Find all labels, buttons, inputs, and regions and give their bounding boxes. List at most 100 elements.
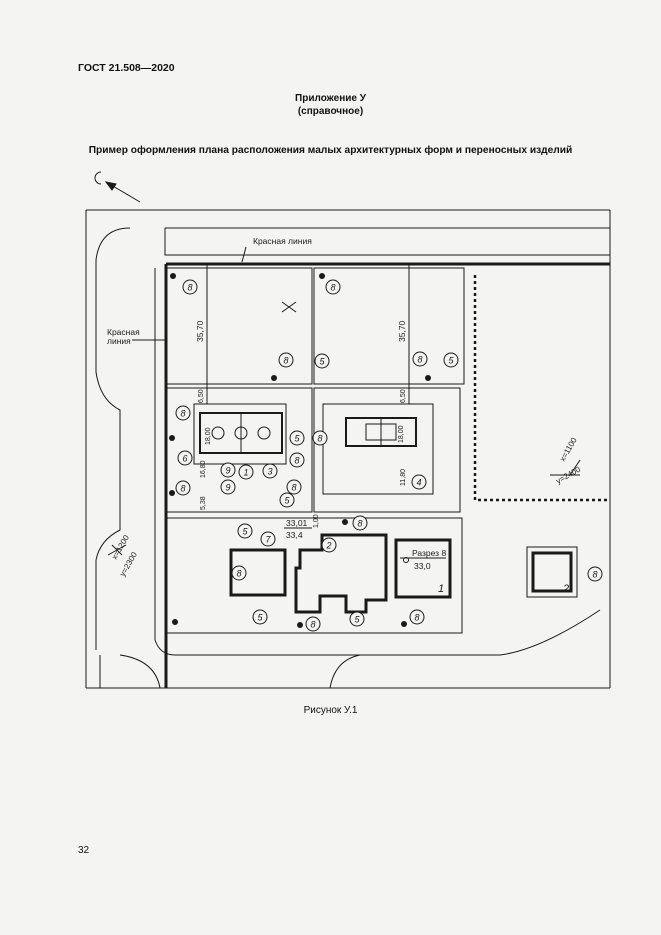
dim-11-80: 11,80 bbox=[400, 469, 407, 486]
reference-marker bbox=[314, 353, 330, 369]
reference-marker bbox=[182, 279, 198, 295]
reference-marker-number: 9 bbox=[225, 466, 230, 476]
label-red-line-left-2: линия bbox=[107, 336, 131, 346]
document-header: ГОСТ 21.508—2020 bbox=[78, 62, 175, 74]
label-razed: Разрез 8 bbox=[412, 548, 446, 558]
reference-marker-number: 8 bbox=[417, 355, 422, 365]
tennis-service-box bbox=[365, 423, 397, 441]
appendix-title: Приложение У bbox=[295, 93, 366, 104]
plot-tennis bbox=[313, 387, 461, 513]
reference-marker bbox=[175, 405, 191, 421]
reference-marker bbox=[312, 430, 328, 446]
reference-marker bbox=[587, 566, 603, 582]
reference-marker-number: 6 bbox=[182, 454, 187, 464]
dim-6-50-sports: 6,50 bbox=[198, 389, 205, 403]
coord-cross-b bbox=[281, 301, 297, 313]
road-top-inner bbox=[164, 228, 610, 256]
dim-18-00-sports: 18,00 bbox=[205, 427, 212, 445]
marker-dot bbox=[169, 490, 175, 496]
reference-marker-number: 8 bbox=[294, 456, 299, 466]
label-red-line-left-1: Красная bbox=[107, 327, 140, 337]
coord-x-1100: x=1100 bbox=[558, 436, 579, 463]
building-2 bbox=[531, 551, 573, 593]
reference-marker-number: 5 bbox=[354, 615, 360, 625]
reference-marker bbox=[279, 492, 295, 508]
plot-buildings bbox=[165, 517, 463, 634]
reference-marker bbox=[352, 515, 368, 531]
reference-marker bbox=[260, 531, 276, 547]
road-bottom-curve-2 bbox=[329, 654, 361, 689]
road-left-outer bbox=[95, 227, 131, 650]
reference-marker bbox=[321, 537, 337, 553]
plot-nw bbox=[165, 267, 313, 385]
road-bottom-curve-1 bbox=[119, 654, 161, 689]
marker-dot bbox=[342, 519, 348, 525]
reference-marker bbox=[349, 611, 365, 627]
plot-sports bbox=[165, 387, 313, 513]
building-main bbox=[294, 533, 388, 614]
reference-marker-number: 5 bbox=[319, 357, 325, 367]
reference-marker-number: 5 bbox=[294, 434, 300, 444]
coord-cross-f bbox=[107, 544, 127, 556]
reference-marker-number: 8 bbox=[291, 483, 296, 493]
dim-16-80: 16,80 bbox=[200, 460, 207, 478]
court-key-right bbox=[257, 426, 271, 440]
reference-marker-number: 8 bbox=[180, 484, 185, 494]
marker-dot bbox=[297, 622, 303, 628]
north-symbol bbox=[94, 171, 102, 185]
building-1 bbox=[394, 538, 452, 599]
reference-marker-number: 8 bbox=[283, 356, 288, 366]
dim-35-70-nw: 35,70 bbox=[195, 320, 205, 342]
reference-marker bbox=[411, 474, 427, 490]
reference-marker-number: 8 bbox=[330, 283, 335, 293]
dim-18-00-tennis: 18,00 bbox=[398, 425, 405, 443]
marker-dot bbox=[172, 619, 178, 625]
plot-ne bbox=[313, 267, 465, 385]
property-boundary bbox=[473, 275, 610, 502]
marker-dot bbox=[170, 273, 176, 279]
reference-marker bbox=[231, 565, 247, 581]
label-red-line-top: Красная линия bbox=[253, 236, 312, 246]
building-number-1: 1 bbox=[438, 583, 444, 595]
figure-caption: Рисунок У.1 bbox=[303, 705, 358, 716]
marker-dot bbox=[425, 375, 431, 381]
reference-marker-number: 5 bbox=[257, 613, 263, 623]
reference-marker bbox=[412, 351, 428, 367]
road-left-inner bbox=[154, 268, 601, 656]
coord-cross-c bbox=[569, 459, 581, 476]
reference-marker bbox=[238, 464, 254, 480]
reference-marker bbox=[325, 279, 341, 295]
reference-marker-number: 1 bbox=[243, 468, 248, 478]
reference-marker-number: 8 bbox=[187, 283, 192, 293]
north-arrow-head bbox=[104, 181, 117, 191]
reference-marker bbox=[237, 523, 253, 539]
marker-dot bbox=[169, 435, 175, 441]
appendix-subtitle: (справочное) bbox=[297, 106, 364, 117]
court-center-circle bbox=[234, 426, 248, 440]
tennis-area-outer bbox=[322, 403, 434, 495]
reference-marker bbox=[286, 479, 302, 495]
building-left bbox=[229, 548, 287, 597]
reference-marker-number: 8 bbox=[180, 409, 185, 419]
page-number: 32 bbox=[78, 845, 90, 856]
building-number-2: 2 bbox=[562, 583, 569, 595]
dim-5-38: 5,38 bbox=[200, 496, 207, 510]
reference-marker-number: 3 bbox=[267, 467, 272, 477]
reference-marker bbox=[177, 450, 193, 466]
reference-marker bbox=[278, 352, 294, 368]
reference-marker bbox=[252, 609, 268, 625]
reference-marker-number: 8 bbox=[357, 519, 362, 529]
marker-dot bbox=[319, 273, 325, 279]
reference-marker-number: 7 bbox=[265, 535, 271, 545]
building-2-outer bbox=[526, 546, 578, 598]
sports-area-outer bbox=[193, 403, 287, 465]
reference-marker bbox=[220, 479, 236, 495]
elevation-33-0: 33,0 bbox=[414, 561, 431, 571]
reference-marker-number: 9 bbox=[225, 483, 230, 493]
reference-marker bbox=[175, 480, 191, 496]
reference-marker bbox=[289, 452, 305, 468]
reference-marker bbox=[220, 462, 236, 478]
reference-marker bbox=[262, 463, 278, 479]
reference-marker-number: 8 bbox=[236, 569, 241, 579]
dim-1-00: 1,00 bbox=[313, 514, 320, 528]
